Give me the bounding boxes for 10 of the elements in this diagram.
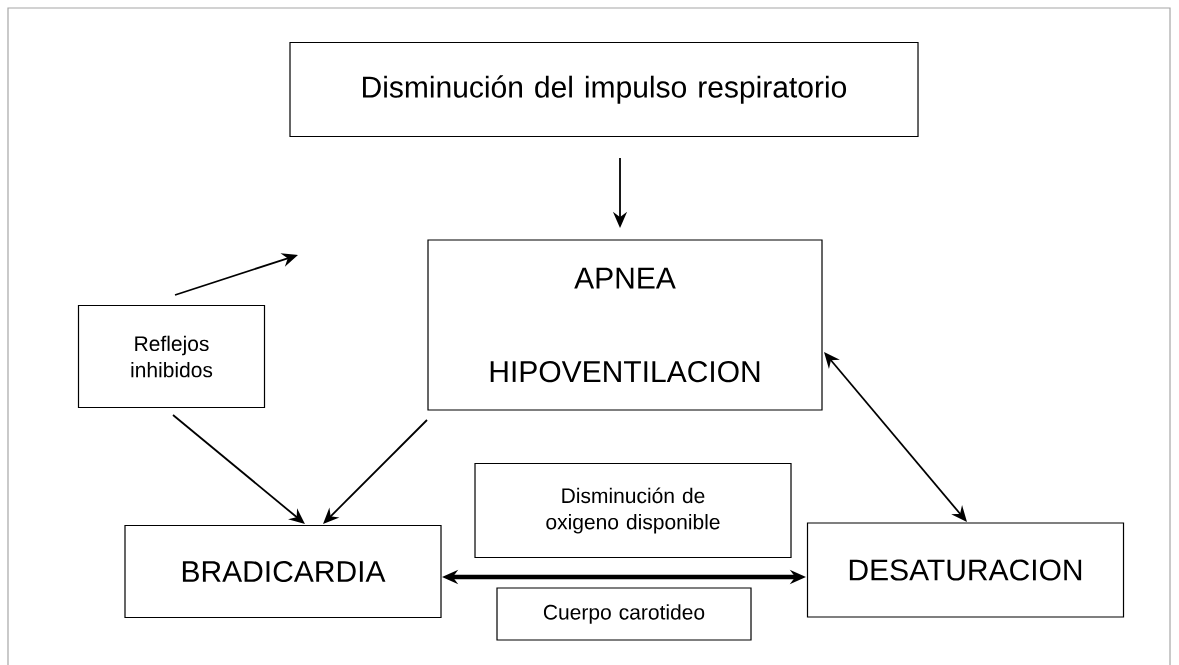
arrow	[323, 419, 428, 524]
process-box: Disminución del impulso respiratorio	[289, 41, 919, 138]
process-box: Cuerpo carotideo	[496, 587, 752, 641]
process-box: DESATURACION	[806, 522, 1125, 618]
process-box: Reflejos inhibidos	[77, 304, 266, 409]
process-box: APNEA HIPOVENTILACION	[427, 239, 823, 411]
arrow	[824, 352, 967, 522]
process-box: Disminución de oxigeno disponible	[474, 462, 792, 559]
arrow	[172, 414, 305, 524]
process-box: BRADICARDIA	[124, 524, 442, 619]
